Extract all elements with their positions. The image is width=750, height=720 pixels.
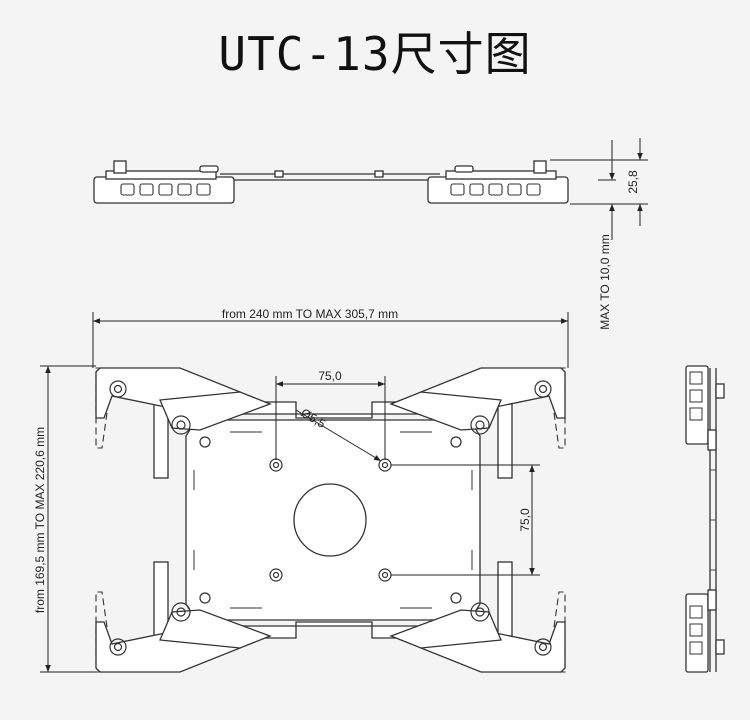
vesa-dimensions [275,376,540,576]
page-title: UTC-13尺寸图 [218,27,532,81]
max-depth-label: MAX TO 10,0 mm [598,234,612,330]
top-view [93,160,569,204]
height-range-dimension [40,365,96,673]
side-view [685,365,725,673]
height-dimension [550,138,648,240]
front-view [95,367,566,673]
height-label: 25,8 [626,170,640,194]
width-range-label: from 240 mm TO MAX 305,7 mm [222,307,398,321]
width-dimension [92,312,569,368]
height-range-label: from 169,5 mm TO MAX 220,6 mm [33,427,47,613]
hole-spacing-horizontal: 75,0 [318,369,342,383]
hole-spacing-vertical: 75,0 [518,508,532,532]
